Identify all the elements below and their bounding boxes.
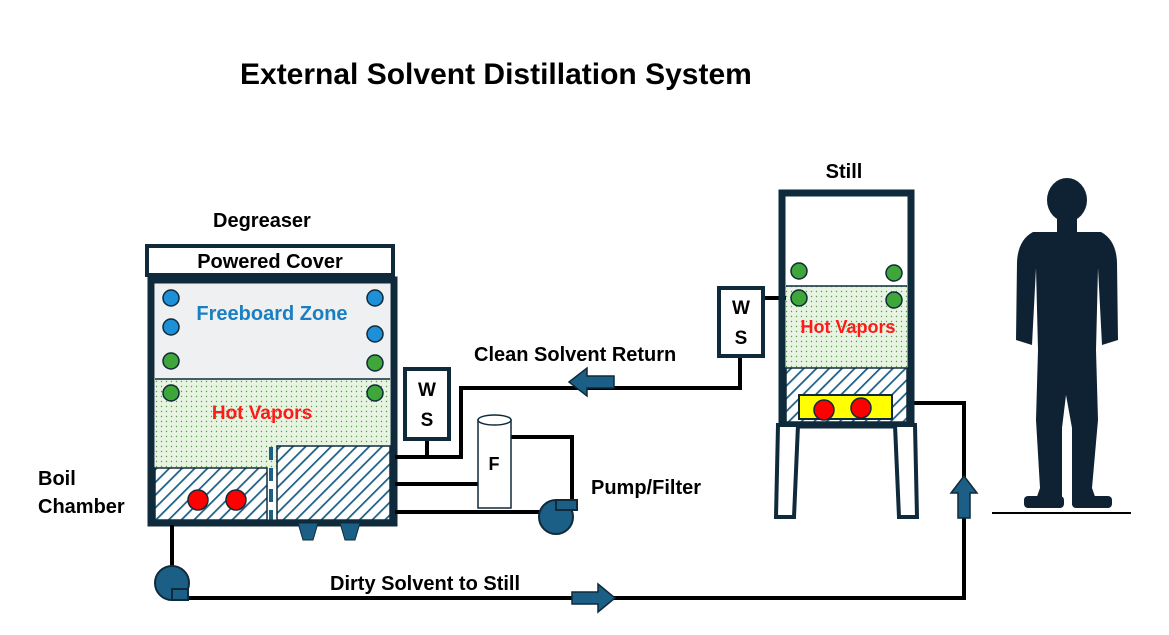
pump-filter-label: Pump/Filter: [591, 477, 701, 499]
still-hot-vapors-label: Hot Vapors: [800, 317, 895, 337]
still-water-separator: W S: [717, 286, 765, 358]
powered-cover: Powered Cover: [145, 244, 395, 277]
still-unit: [773, 189, 920, 519]
still-heater-elements: [813, 397, 872, 421]
still-label: Still: [826, 161, 863, 183]
transfer-pump: [154, 565, 190, 601]
degreaser-heater-elements: [187, 489, 247, 511]
clean-return-pipe: [395, 356, 742, 459]
boil-chamber-label-line2: Chamber: [38, 496, 125, 518]
degreaser-ws-w: W: [418, 380, 436, 401]
filter-canister: F: [477, 414, 512, 509]
degreaser-tank: [147, 276, 398, 541]
degreaser-hot-vapors-label: Hot Vapors: [212, 403, 312, 424]
still-ws-s: S: [735, 328, 748, 349]
pump-discharge-pipe: [511, 435, 574, 500]
filter-label: F: [489, 454, 500, 474]
clean-return-arrow: [567, 366, 615, 398]
dirty-solvent-label: Dirty Solvent to Still: [330, 573, 520, 595]
freeboard-zone-label: Freeboard Zone: [196, 303, 347, 325]
clean-solvent-return-label: Clean Solvent Return: [474, 344, 676, 366]
filter-pump: [538, 499, 578, 535]
freeboard-chiller-coils: [162, 289, 384, 343]
degreaser-ws-s: S: [421, 410, 434, 431]
still-feed-arrow: [949, 474, 979, 519]
boil-chamber-label-line1: Boil: [38, 468, 76, 490]
dirty-flow-arrow: [571, 582, 617, 614]
degreaser-label: Degreaser: [213, 210, 311, 232]
degreaser-water-separator: W S: [403, 367, 451, 441]
still-condenser-coils: [790, 262, 903, 309]
powered-cover-label: Powered Cover: [197, 251, 343, 273]
primary-condenser-coils: [162, 352, 384, 402]
diagram-title: External Solvent Distillation System: [240, 58, 752, 91]
still-ws-w: W: [732, 298, 750, 319]
person-silhouette-icon: [1016, 178, 1118, 508]
